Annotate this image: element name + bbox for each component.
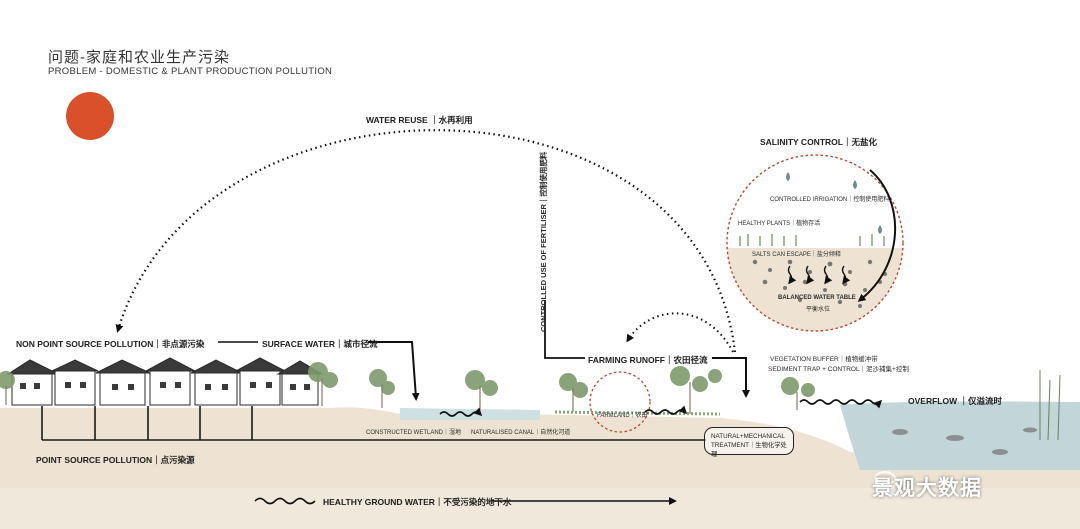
- overflow-wave-arrow: [799, 399, 883, 409]
- canal-water: [400, 408, 540, 420]
- farmland-grass: [554, 410, 721, 416]
- farmland-circle: [589, 371, 651, 433]
- constructed-wetland-label: CONSTRUCTED WETLAND｜湿地: [366, 430, 462, 436]
- sediment-trap-label: SEDIMENT TRAP + CONTROL｜泥沙捕集+控制: [768, 366, 909, 373]
- balanced-table-cn-label: 平衡水位: [806, 307, 831, 313]
- salinity-circle: [726, 154, 904, 332]
- page-title-en: PROBLEM - DOMESTIC & PLANT PRODUCTION PO…: [48, 66, 333, 77]
- salinity-control-label: SALINITY CONTROL｜无盐化: [760, 137, 877, 147]
- balanced-table-label: BALANCED WATER TABLE: [778, 295, 856, 301]
- salts-escape-label: SALTS CAN ESCAPE｜盐分倾释: [752, 252, 841, 258]
- farming-runoff-arc: [626, 312, 734, 353]
- surface-water-arrow: [368, 341, 420, 401]
- ground-base: [0, 488, 1080, 529]
- water-reuse-arc: [115, 129, 737, 353]
- ground-section: [0, 407, 1080, 490]
- fish: [892, 427, 1037, 455]
- groundwater-wave-arrow: [254, 497, 316, 505]
- houses: [6, 357, 324, 406]
- wechat-icon: [873, 471, 905, 496]
- farming-runoff-label: FARMING RUNOFF｜农田径流: [588, 355, 708, 365]
- treatment-line1: NATURAL+MECHANICAL: [711, 433, 785, 440]
- salinity-arrow: [857, 169, 897, 302]
- healthy-ground-label: HEALTHY GROUND WATER｜不受污染的地下水: [323, 497, 512, 507]
- canal-wave-arrow: [439, 407, 483, 417]
- sun-icon: [66, 92, 114, 140]
- surface-water-label: SURFACE WATER｜城市径流: [262, 339, 378, 349]
- fertiliser-label: CONTROLLED USE OF FERTILISER｜控制使用肥料: [539, 151, 548, 332]
- salt-escape-arrows: [787, 265, 851, 285]
- fertiliser-line: [544, 300, 585, 359]
- house-windows: [20, 382, 310, 390]
- runoff-arrow: [712, 357, 750, 398]
- non-point-label: NON POINT SOURCE POLLUTION｜非点源污染: [16, 339, 205, 349]
- overflow-label: OVERFLOW ｜仅溢流时: [908, 396, 1002, 406]
- water-reuse-label: WATER REUSE ｜水再利用: [366, 115, 473, 125]
- treatment-line2: TREATMENT｜生物化学处理: [711, 442, 787, 458]
- farmland-label: FARMLAND｜农田: [597, 413, 648, 419]
- droplet-icons: [786, 172, 882, 234]
- controlled-irrigation-label: CONTROLLED IRRIGATION｜控制使用肥料: [770, 197, 890, 203]
- treatment-box: NATURAL+MECHANICAL TREATMENT｜生物化学处理: [704, 427, 794, 458]
- pipes: [41, 406, 706, 441]
- point-source-label: POINT SOURCE POLLUTION｜点污染源: [36, 455, 195, 465]
- naturalised-canal-label: NATURALISED CANAL｜自然化河道: [471, 430, 571, 436]
- reeds: [1039, 370, 1061, 441]
- vegetation-buffer-label: VEGETATION BUFFER｜植物缓冲带: [770, 356, 878, 363]
- watermark-text: 景观大数据: [872, 477, 982, 500]
- trees: [0, 362, 815, 398]
- tree-trunks: [5, 378, 798, 414]
- farmland-wave-arrow: [644, 405, 688, 415]
- page-title-cn: 问题-家庭和农业生产污染: [48, 49, 230, 66]
- healthy-plants-label: HEALTHY PLANTS｜植物存活: [738, 221, 821, 227]
